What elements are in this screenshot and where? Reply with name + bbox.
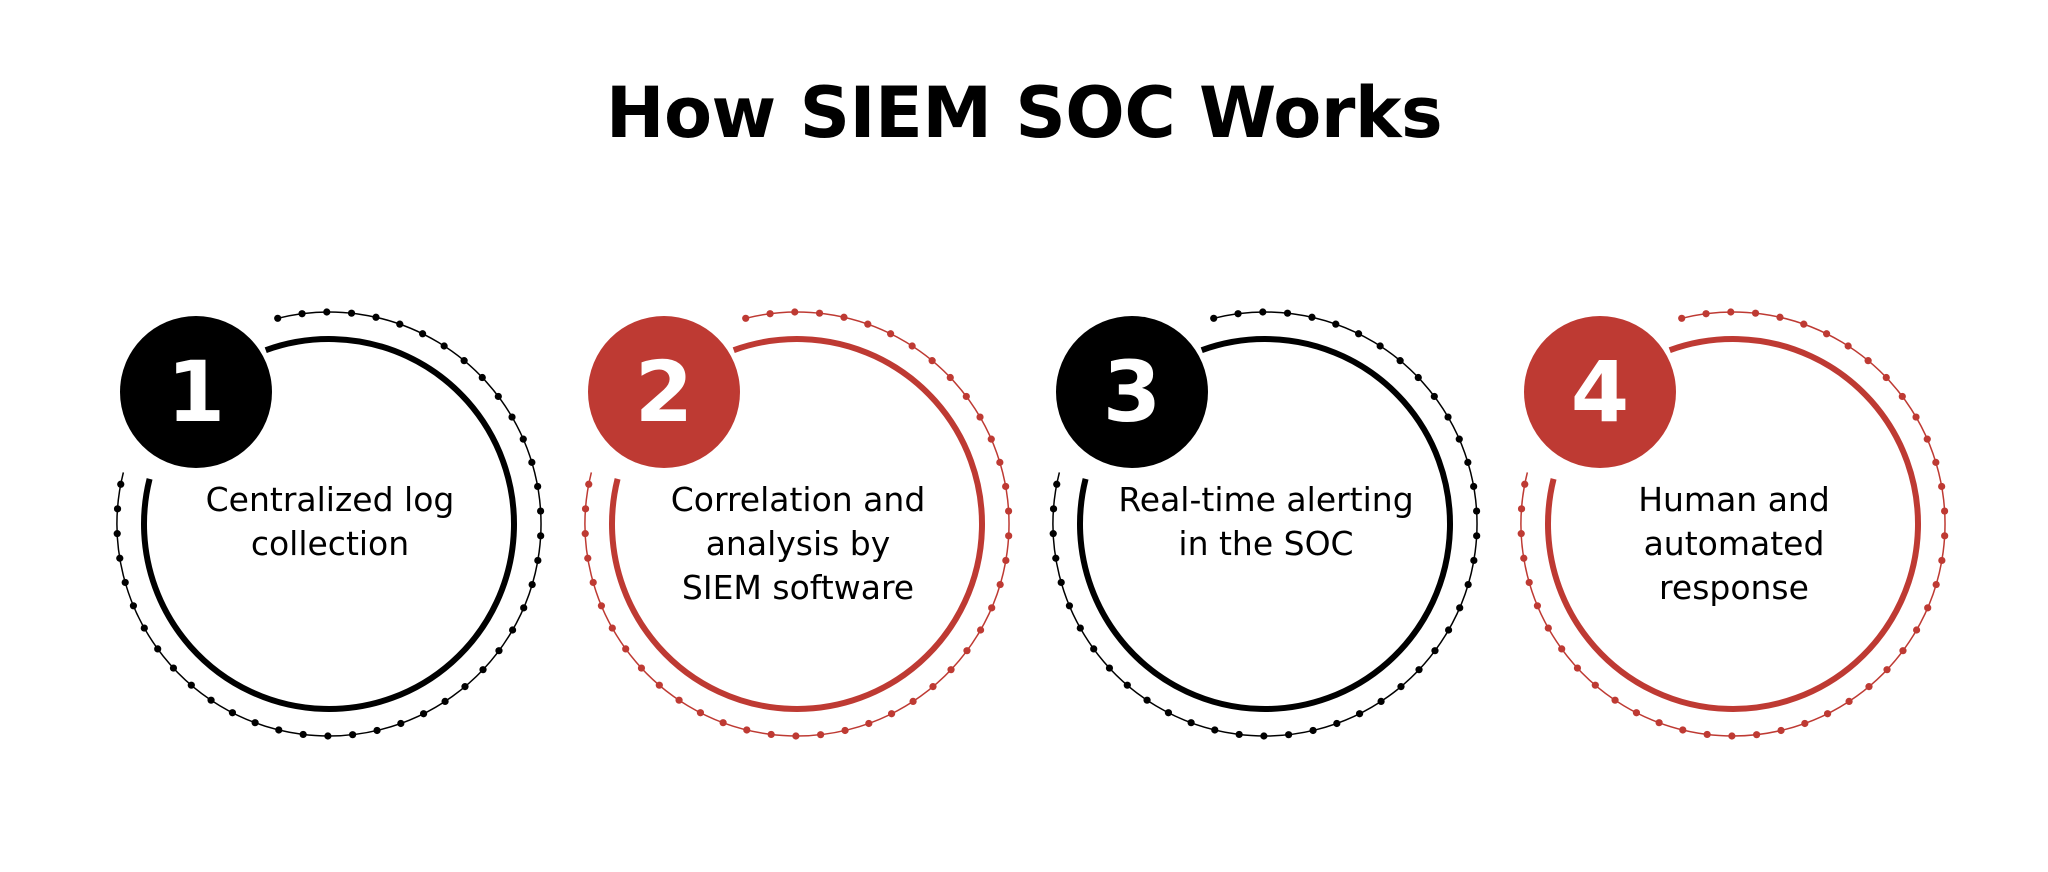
step-number-badge: 2 bbox=[588, 316, 740, 468]
ring-decoration-icon bbox=[1049, 308, 1481, 740]
step-label-line: analysis by bbox=[705, 524, 891, 563]
page-title: How SIEM SOC Works bbox=[605, 72, 1443, 154]
step-card-3: 3 Real-time alerting in the SOC bbox=[1036, 300, 1496, 760]
step-label: Human and automated response bbox=[1584, 478, 1884, 610]
step-number-badge: 1 bbox=[120, 316, 272, 468]
step-card-2: 2 Correlation and analysis by SIEM softwar… bbox=[568, 300, 1028, 760]
ring-decoration-icon bbox=[581, 308, 1013, 740]
step-label: Centralized log collection bbox=[180, 478, 480, 566]
step-label-line: Centralized log bbox=[205, 480, 455, 519]
step-label-line: SIEM software bbox=[681, 568, 915, 607]
ring-decoration-icon bbox=[113, 308, 545, 740]
step-number-badge: 3 bbox=[1056, 316, 1208, 468]
step-number-badge: 4 bbox=[1524, 316, 1676, 468]
step-label-line: Correlation and bbox=[670, 480, 926, 519]
step-label-line: Real-time alerting bbox=[1118, 480, 1414, 519]
step-card-1: 1 Centralized log collection bbox=[100, 300, 560, 760]
step-label: Correlation and analysis by SIEM software bbox=[648, 478, 948, 610]
step-label-line: collection bbox=[250, 524, 410, 563]
step-label: Real-time alerting in the SOC bbox=[1116, 478, 1416, 566]
ring-decoration-icon bbox=[1517, 308, 1949, 740]
step-label-line: in the SOC bbox=[1178, 524, 1354, 563]
step-label-line: automated response bbox=[1643, 524, 1825, 607]
step-card-4: 4 Human and automated response bbox=[1504, 300, 1964, 760]
step-label-line: Human and bbox=[1638, 480, 1830, 519]
